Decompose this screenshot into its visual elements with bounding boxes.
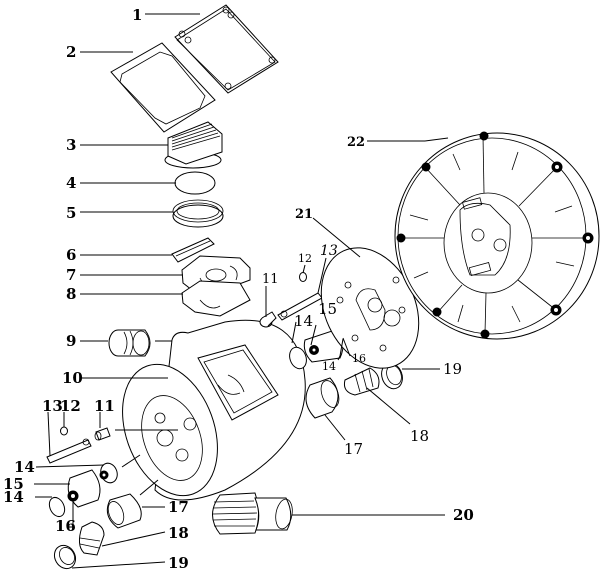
callout-16-lower: 16	[55, 517, 76, 535]
callout-20: 20	[453, 506, 474, 524]
callout-8: 8	[66, 285, 76, 303]
callout-7: 7	[66, 266, 76, 284]
callout-2: 2	[66, 43, 76, 61]
part-18-valve-upper	[344, 367, 380, 396]
callout-10: 10	[62, 369, 83, 387]
part-22-fan-cover	[394, 131, 600, 340]
part-11-sleeve-lower	[94, 427, 111, 441]
callout-15-upper: 15	[318, 300, 337, 318]
part-14-oring-upper	[289, 346, 307, 370]
callout-14-upper-small: 14	[322, 360, 336, 373]
part-18-valve-lower	[78, 521, 105, 556]
callout-17-upper: 17	[344, 440, 363, 458]
callout-11-upper: 11	[262, 272, 279, 287]
callout-12-lower: 12	[60, 397, 81, 415]
callout-13-upper: 13	[320, 243, 338, 259]
callout-21: 21	[295, 207, 313, 222]
callout-18-upper: 18	[410, 427, 429, 445]
part-12-ring-lower	[60, 426, 68, 436]
callout-19-upper: 19	[443, 360, 462, 378]
part-15-valve-body-lower	[67, 469, 101, 508]
part-19-ring-lower	[53, 544, 77, 570]
callout-6: 6	[66, 246, 76, 264]
callout-13-lower: 13	[42, 397, 63, 415]
part-20-filter	[212, 492, 293, 535]
part-3-valve-head	[164, 121, 223, 169]
part-6-clip	[171, 237, 215, 263]
callout-18-lower: 18	[168, 524, 189, 542]
callout-17-lower: 17	[168, 498, 189, 516]
part-14-oring-lower-right	[99, 462, 118, 484]
part-17-cup-lower	[106, 493, 142, 529]
callout-labels: 1 2 3 4 5 6 7 8 9 10 11 12 13 14 15 14 1…	[3, 6, 474, 572]
callout-19-lower: 19	[168, 554, 189, 572]
part-8-valve-plate	[181, 280, 251, 317]
part-17-cup-upper	[305, 377, 340, 419]
leader-lines	[34, 13, 449, 569]
part-12-ring-upper	[299, 272, 307, 282]
part-11-sleeve-upper	[259, 311, 277, 328]
part-2-gasket	[110, 42, 216, 133]
part-13-pin-lower	[46, 438, 92, 464]
callout-4: 4	[66, 174, 76, 192]
callout-5: 5	[66, 204, 76, 222]
callout-14-upper: 14	[294, 312, 313, 330]
callout-3: 3	[66, 136, 76, 154]
callout-14-lower-b: 14	[3, 488, 24, 506]
part-4-disk	[174, 171, 216, 195]
part-9-connector	[108, 329, 151, 357]
part-1-cover-plate	[174, 4, 279, 94]
callout-15-lower: 15	[3, 475, 24, 493]
callout-12-upper: 12	[298, 252, 312, 265]
part-5-ring	[172, 199, 224, 228]
callout-1: 1	[132, 6, 142, 24]
callout-11-lower: 11	[94, 397, 115, 415]
callout-9: 9	[66, 332, 76, 350]
callout-22: 22	[347, 135, 365, 150]
callout-16-upper: 16	[352, 352, 366, 365]
callout-14-lower-a: 14	[14, 458, 35, 476]
part-14-oring-lower-left	[48, 496, 66, 518]
